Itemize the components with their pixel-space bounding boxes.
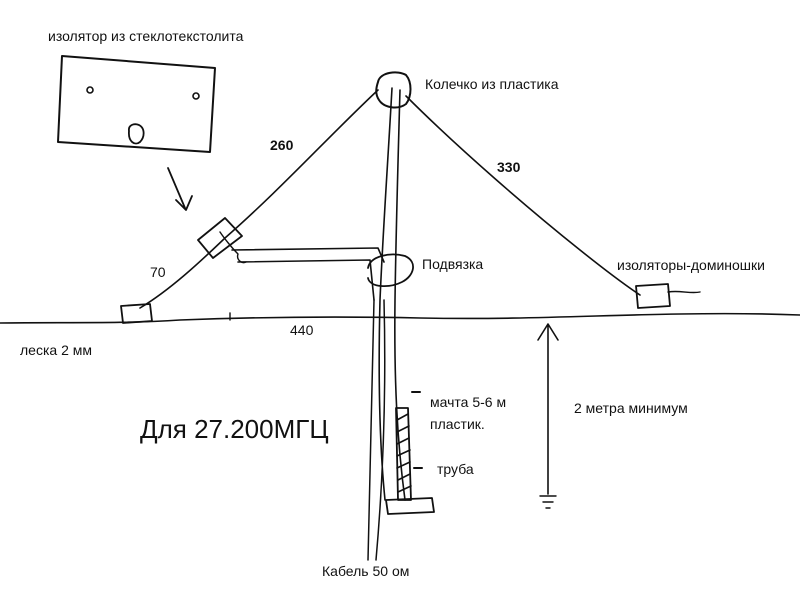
- label-plastic-ring: Колечко из пластика: [425, 76, 559, 92]
- label-min-height: 2 метра минимум: [574, 400, 688, 416]
- label-frequency: Для 27.200МГЦ: [140, 414, 329, 444]
- pointer-arrow: [167, 167, 193, 211]
- tie-loop: [367, 253, 414, 287]
- insulator-fiberglass: [197, 217, 243, 259]
- pipe-hatch: [396, 413, 412, 493]
- label-pipe: труба: [437, 461, 474, 477]
- coax-cable: [367, 299, 375, 561]
- mast-left-edge: [378, 87, 393, 501]
- wire-left: [139, 89, 379, 309]
- label-domino-insulators: изоляторы-доминошки: [617, 257, 765, 273]
- label-mast-2: пластик.: [430, 416, 485, 432]
- plate-hole-2: [192, 92, 200, 100]
- label-length-260: 260: [270, 137, 294, 153]
- label-mast-1: мачта 5-6 м: [430, 394, 507, 410]
- pipe-outline: [395, 407, 412, 501]
- plate-hole-3: [128, 123, 145, 145]
- fiberglass-plate: [57, 55, 216, 153]
- label-length-440: 440: [290, 322, 314, 338]
- ground-symbol: [539, 495, 557, 509]
- wire-right: [405, 95, 641, 296]
- insulator-left-bottom: [120, 303, 153, 324]
- label-length-330: 330: [497, 159, 521, 175]
- feed-wire-lower: [237, 259, 375, 301]
- height-arrow: [537, 323, 559, 495]
- label-fiberglass-insulator: изолятор из стеклотекстолита: [48, 28, 244, 44]
- label-length-70: 70: [150, 264, 166, 280]
- ground-line: [0, 312, 800, 324]
- label-fishing-line: леска 2 мм: [20, 342, 92, 358]
- coax-cable-2: [375, 299, 386, 561]
- mast-base: [385, 497, 435, 515]
- insulator-right-tail: [667, 290, 701, 294]
- label-tie: Подвязка: [422, 256, 484, 272]
- plate-hole-1: [86, 86, 94, 94]
- plastic-ring: [375, 71, 412, 109]
- insulator-right: [635, 283, 671, 309]
- label-cable: Кабель 50 ом: [322, 563, 410, 579]
